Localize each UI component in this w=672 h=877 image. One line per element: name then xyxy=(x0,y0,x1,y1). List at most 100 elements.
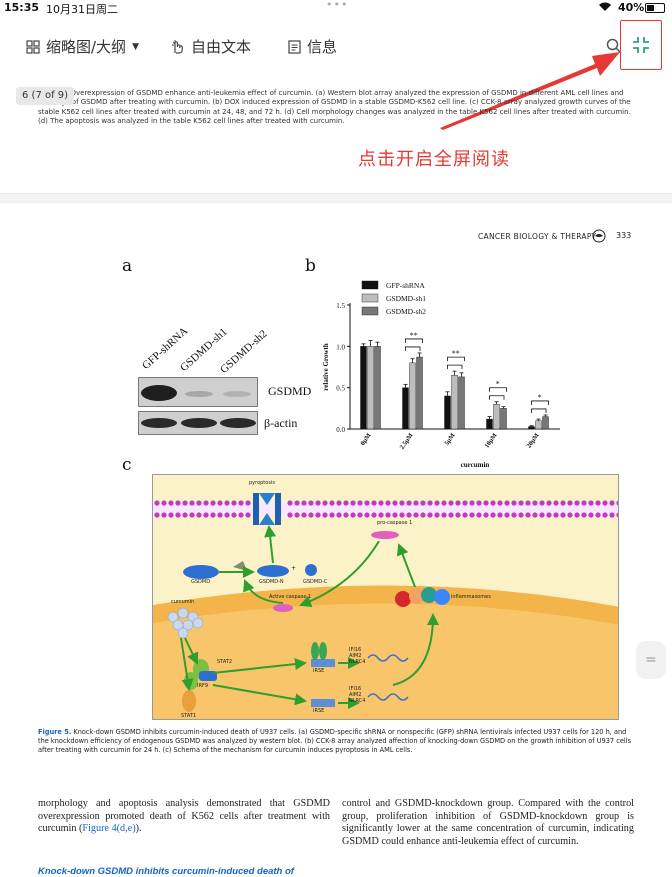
page-number: 333 xyxy=(616,231,632,240)
bar xyxy=(542,416,549,430)
figure-caption-text: Knock-down GSDMD inhibits curcumin-induc… xyxy=(38,728,632,754)
fullscreen-button[interactable] xyxy=(620,20,662,70)
figure-caption: Figure 5. Knock-down GSDMD inhibits curc… xyxy=(38,728,638,755)
body-column-right: control and GSDMD-knockdown group. Compa… xyxy=(342,798,634,847)
y-tick-label: 1.5 xyxy=(336,302,345,310)
significance-bracket xyxy=(531,408,547,413)
journal-name: CANCER BIOLOGY & THERAPY xyxy=(478,232,597,241)
chevron-down-icon: ▼ xyxy=(132,41,139,52)
y-axis-label: relative Growth xyxy=(322,343,330,390)
page-indicator[interactable]: 6 (7 of 9) xyxy=(16,87,75,105)
bar xyxy=(444,395,451,430)
significance-bracket xyxy=(405,338,423,343)
curcumin-molecules-icon xyxy=(167,607,204,639)
curcumin-label: curcumin xyxy=(171,599,195,605)
legend-label: GSDMD-sh2 xyxy=(386,307,426,316)
multitask-dots-icon[interactable]: ••• xyxy=(326,0,349,11)
significance-marker: * xyxy=(496,380,500,389)
figure-ref-link[interactable]: Figure 4(d,e) xyxy=(82,823,136,835)
gsdmd-blot xyxy=(138,377,258,407)
y-tick-label: 1.0 xyxy=(336,343,345,351)
x-tick-label: 5μM xyxy=(443,432,456,447)
x-tick-label: 20μM xyxy=(526,432,541,449)
bar xyxy=(367,346,374,430)
body-text-left-tail: ). xyxy=(135,823,142,835)
status-date: 10月31日周二 xyxy=(46,3,118,16)
gene-label: AIM2 xyxy=(349,692,362,698)
isre-label-2: IRSE xyxy=(313,708,325,714)
panel-b-letter: b xyxy=(305,256,316,276)
thumbnail-outline-button[interactable]: 缩略图/大纲 ▼ xyxy=(26,36,139,57)
significance-bracket xyxy=(447,356,465,362)
pro-caspase-label: pro-caspase 1 xyxy=(377,520,413,526)
significance-marker: ** xyxy=(452,349,460,358)
significance-bracket xyxy=(405,346,421,351)
beta-actin-blot xyxy=(138,411,258,435)
free-text-button[interactable]: 自由文本 xyxy=(170,36,251,57)
journal-logo-icon xyxy=(592,229,606,243)
battery-icon xyxy=(645,3,665,13)
panel-c-letter: c xyxy=(122,455,132,475)
gene-label: IFI16 xyxy=(349,647,362,653)
legend-label: GFP-shRNA xyxy=(386,281,425,290)
cell-membrane xyxy=(153,500,618,518)
battery-percent: 40% xyxy=(618,1,645,14)
bar xyxy=(486,418,493,430)
bar xyxy=(416,356,423,430)
bar xyxy=(360,346,367,430)
gene-list-2: IFI16 AIM2 NLRC4 xyxy=(349,686,365,704)
x-tick-label: 0μM xyxy=(359,432,372,447)
significance-bracket xyxy=(489,395,505,400)
gene-list-1: IFI16 AIM2 NLRC4 xyxy=(349,647,365,665)
figure-label: Figure 5. xyxy=(38,728,72,736)
panel-a-letter: a xyxy=(122,256,133,276)
bar xyxy=(528,426,535,430)
significance-bracket xyxy=(489,387,507,392)
y-tick-label: 0.5 xyxy=(336,385,345,393)
legend-swatch xyxy=(361,293,379,303)
body-text-left: morphology and apoptosis analysis demons… xyxy=(38,798,330,835)
scroll-handle[interactable]: = xyxy=(636,641,666,679)
gsdmd-n-label: GSDMD-N xyxy=(259,579,284,585)
red-arrow-annotation xyxy=(440,52,620,130)
info-button[interactable]: 信息 xyxy=(288,36,337,57)
mechanism-schema: pyroptosis pro-caspase 1 GSDMD GSDMD-N +… xyxy=(152,474,619,720)
irf9-label: IRF9 xyxy=(197,683,209,689)
x-tick-label: 2.5μM xyxy=(399,432,415,451)
status-bar: 15:35 10月31日周二 ••• 40% xyxy=(0,0,672,16)
significance-bracket xyxy=(447,364,463,370)
beta-actin-row-label: β-actin xyxy=(264,416,298,430)
bar xyxy=(493,403,500,430)
gene-label: NLRC4 xyxy=(349,698,366,704)
legend-swatch xyxy=(361,306,379,316)
significance-marker: * xyxy=(538,393,542,402)
legend-swatch xyxy=(361,280,379,290)
bar xyxy=(409,362,416,430)
info-label: 信息 xyxy=(307,38,338,56)
page-separator xyxy=(0,193,672,203)
gene-label: AIM2 xyxy=(349,653,362,659)
isre-label-1: IRSE xyxy=(313,668,325,674)
active-caspase-label: Active caspase 1 xyxy=(269,594,312,600)
reader-toolbar: 缩略图/大纲 ▼ 自由文本 信息 xyxy=(8,16,664,78)
x-axis-label: curcumin xyxy=(461,461,490,469)
hand-pointer-icon xyxy=(172,40,183,54)
x-tick-label: 10μM xyxy=(484,432,499,449)
bar xyxy=(451,375,458,430)
plus-label: + xyxy=(291,565,297,572)
bar xyxy=(500,408,507,430)
pyroptosis-label: pyroptosis xyxy=(249,480,275,486)
stat1-label: STAT1 xyxy=(181,713,197,719)
section-subheading: Knock-down GSDMD inhibits curcumin-induc… xyxy=(38,866,294,877)
fullscreen-hint-annotation: 点击开启全屏阅读 xyxy=(358,149,510,170)
fullscreen-icon xyxy=(633,37,649,53)
significance-bracket xyxy=(531,400,549,405)
document-info-icon xyxy=(288,39,301,54)
previous-figure-caption: Figure 4. Overexpression of GSDMD enhanc… xyxy=(38,89,631,125)
status-time: 15:35 xyxy=(4,1,40,14)
gsdmd-label: GSDMD xyxy=(191,579,211,585)
y-tick-label: 0.0 xyxy=(336,426,345,434)
significance-marker: ** xyxy=(410,331,418,340)
legend-label: GSDMD-sh1 xyxy=(386,294,426,303)
